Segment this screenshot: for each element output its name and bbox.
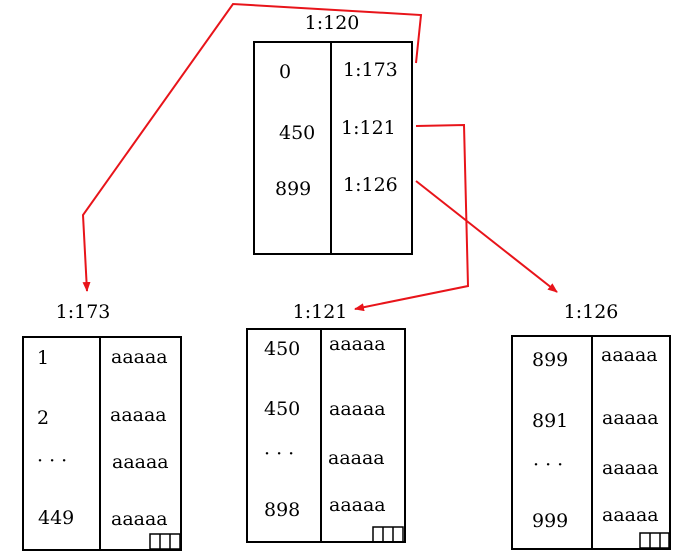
root-page-label: 1:120 bbox=[305, 12, 360, 34]
leaf-value: aaaaa bbox=[602, 457, 659, 479]
leaf-page: 1:126 899 aaaaa 891 aaaaa · · · aaaaa 99… bbox=[511, 301, 671, 550]
page-slot-array bbox=[149, 533, 181, 550]
leaf-value: aaaaa bbox=[328, 447, 385, 469]
pointer-arrow-to-1-121 bbox=[354, 123, 470, 312]
leaf-value: aaaaa bbox=[329, 398, 386, 420]
pointer-arrow-to-1-126 bbox=[415, 180, 558, 293]
leaf-page-label: 1:121 bbox=[293, 301, 348, 323]
leaf-key: 450 bbox=[264, 398, 300, 420]
leaf-value: aaaaa bbox=[111, 508, 168, 530]
root-key: 0 bbox=[279, 61, 291, 83]
leaf-value: aaaaa bbox=[110, 404, 167, 426]
leaf-key: 899 bbox=[532, 349, 568, 371]
leaf-key: · · · bbox=[264, 443, 294, 465]
leaf-page: 1:173 1 aaaaa 2 aaaaa · · · aaaaa 449 aa… bbox=[22, 301, 182, 551]
root-key: 450 bbox=[279, 122, 315, 144]
pointer-arrow-to-1-173 bbox=[81, 2, 423, 292]
leaf-value: aaaaa bbox=[112, 451, 169, 473]
root-pointer: 1:126 bbox=[343, 174, 398, 196]
leaf-key: 1 bbox=[37, 347, 49, 369]
root-pointer: 1:121 bbox=[341, 117, 396, 139]
leaf-value: aaaaa bbox=[329, 494, 386, 516]
leaf-value: aaaaa bbox=[329, 333, 386, 355]
leaf-key: · · · bbox=[37, 450, 67, 472]
leaf-key: · · · bbox=[533, 454, 563, 476]
leaf-page-label: 1:173 bbox=[56, 301, 111, 323]
leaf-key: 999 bbox=[532, 510, 568, 532]
leaf-value: aaaaa bbox=[111, 346, 168, 368]
leaf-key: 898 bbox=[264, 499, 300, 521]
root-pointer: 1:173 bbox=[343, 59, 398, 81]
leaf-page: 1:121 450 aaaaa 450 aaaaa · · · aaaaa 89… bbox=[246, 301, 406, 543]
root-page-box bbox=[253, 41, 413, 255]
leaf-value: aaaaa bbox=[601, 344, 658, 366]
root-key: 899 bbox=[275, 178, 311, 200]
leaf-key: 450 bbox=[264, 338, 300, 360]
leaf-page-label: 1:126 bbox=[564, 301, 619, 323]
root-page: 1:120 0 1:173 450 1:121 899 1:126 bbox=[253, 12, 413, 255]
leaf-page-box bbox=[246, 328, 406, 543]
leaf-key: 449 bbox=[38, 507, 74, 529]
leaf-key: 2 bbox=[37, 407, 49, 429]
leaf-value: aaaaa bbox=[602, 407, 659, 429]
leaf-key: 891 bbox=[532, 410, 568, 432]
page-slot-array bbox=[639, 532, 670, 549]
page-slot-array bbox=[372, 526, 404, 543]
leaf-page-box bbox=[22, 336, 182, 551]
leaf-value: aaaaa bbox=[602, 504, 659, 526]
